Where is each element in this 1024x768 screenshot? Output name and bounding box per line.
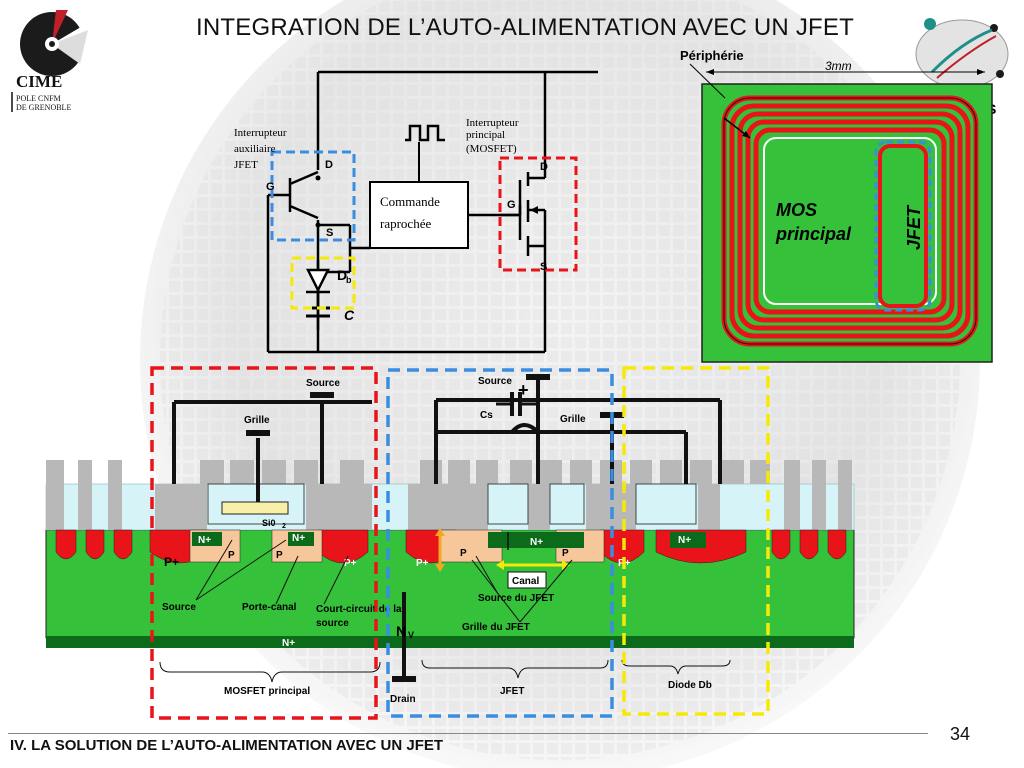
footer-text: IV. LA SOLUTION DE L’AUTO-ALIMENTATION A… <box>10 737 444 754</box>
diode-region-box <box>622 366 770 716</box>
p-label-4: P <box>562 548 569 559</box>
slide-title: INTEGRATION DE L’AUTO-ALIMENTATION AVEC … <box>196 14 854 41</box>
source-mos-label: Source <box>306 378 340 389</box>
mos-line-1: MOS <box>776 200 817 220</box>
source-bottom-label: Source <box>162 602 196 613</box>
n-plus-substrate <box>46 636 854 648</box>
dimension-label: 3mm <box>825 59 852 73</box>
grille-du-jfet-label: Grille du JFET <box>462 622 530 633</box>
jfet-bottom-label: JFET <box>500 686 524 697</box>
source-jfet-top-label: Source <box>478 376 512 387</box>
diode-box <box>290 256 356 310</box>
chip-layout-view: Périphérie 3mm S JFET MOS principal <box>680 48 996 363</box>
nplus-label-1: N+ <box>198 535 211 546</box>
nv-label: N <box>396 623 406 639</box>
drain-label: Drain <box>390 694 416 705</box>
jfet-source-label: S <box>326 227 333 239</box>
aux-line-2: auxiliaire <box>234 143 276 155</box>
p-label-3: P <box>460 548 467 559</box>
cime-logo: CIME POLE CNFM DE GRENOBLE <box>8 0 110 115</box>
diode-db-label: Diode Db <box>668 680 712 691</box>
pplus-label-2: P+ <box>344 558 357 569</box>
pulse-signal-icon <box>405 124 445 142</box>
mos-drain-label: D <box>540 161 548 173</box>
mos-gate-label: G <box>507 199 516 211</box>
decorative-disc-icon <box>915 18 1009 89</box>
command-line-2: raprochée <box>380 216 431 231</box>
mos-line-2: principal <box>775 224 852 244</box>
canal-label: Canal <box>512 576 539 587</box>
main-line-2: principal <box>466 129 505 141</box>
sio2-label: Si0 <box>262 518 276 528</box>
command-line-1: Commande <box>380 194 440 209</box>
circuit-schematic: Commande raprochée Interrupteur auxiliai… <box>234 70 598 354</box>
cs-capacitor-symbol <box>496 392 538 416</box>
diode-subscript: b <box>346 275 352 285</box>
p-label-2: P <box>276 550 283 561</box>
nplus-label-4: N+ <box>678 535 691 546</box>
diode-label: D <box>337 267 347 283</box>
logo-line2: DE GRENOBLE <box>16 103 71 112</box>
court-circuit-line-1: Court-circuit de la <box>316 604 402 615</box>
diode-db-symbol <box>305 260 331 306</box>
logo-name: CIME <box>16 72 62 91</box>
sio2-subscript: 2 <box>282 523 286 530</box>
jfet-gate-label: G <box>266 181 275 193</box>
nplus-label-3: N+ <box>530 537 543 548</box>
porte-canal-label: Porte-canal <box>242 602 297 613</box>
main-line-3: (MOSFET) <box>466 143 517 155</box>
aux-line-3: JFET <box>234 159 258 171</box>
nplus-label-2: N+ <box>292 533 305 544</box>
pplus-label-3: P+ <box>416 558 429 569</box>
device-cross-section: N+ Si0 2 <box>45 366 855 720</box>
mosfet-principal-label: MOSFET principal <box>224 686 310 697</box>
cs-plus-label: + <box>518 380 529 400</box>
mos-source-label: S <box>540 261 547 273</box>
mosfet-region-box <box>150 366 378 720</box>
gate-oxide <box>221 501 289 515</box>
source-du-jfet-label: Source du JFET <box>478 593 554 604</box>
mosfet-box <box>498 156 578 272</box>
main-line-1: Interrupteur <box>466 117 519 129</box>
aux-jfet-box <box>270 150 356 242</box>
pplus-label-1: P+ <box>164 555 179 569</box>
grille-jfet-top-label: Grille <box>560 414 586 425</box>
nv-subscript: V <box>408 630 414 640</box>
cap-label: C <box>344 307 355 323</box>
cs-label: Cs <box>480 410 493 421</box>
grille-mos-label: Grille <box>244 415 270 426</box>
jfet-drain-label: D <box>325 159 333 171</box>
periphery-label: Périphérie <box>680 48 744 63</box>
footer-divider <box>8 733 928 734</box>
p-label-1: P <box>228 550 235 561</box>
logo-line1: POLE CNFM <box>16 94 61 103</box>
jfet-region <box>878 144 928 308</box>
aux-line-1: Interrupteur <box>234 127 287 139</box>
court-circuit-line-2: source <box>316 618 349 629</box>
page-number: 34 <box>950 724 971 744</box>
substrate-nplus-label: N+ <box>282 638 295 649</box>
mosfet-symbol <box>500 160 547 270</box>
jfet-layout-label: JFET <box>904 204 924 250</box>
command-box <box>369 181 469 249</box>
jfet-symbol <box>288 170 319 220</box>
